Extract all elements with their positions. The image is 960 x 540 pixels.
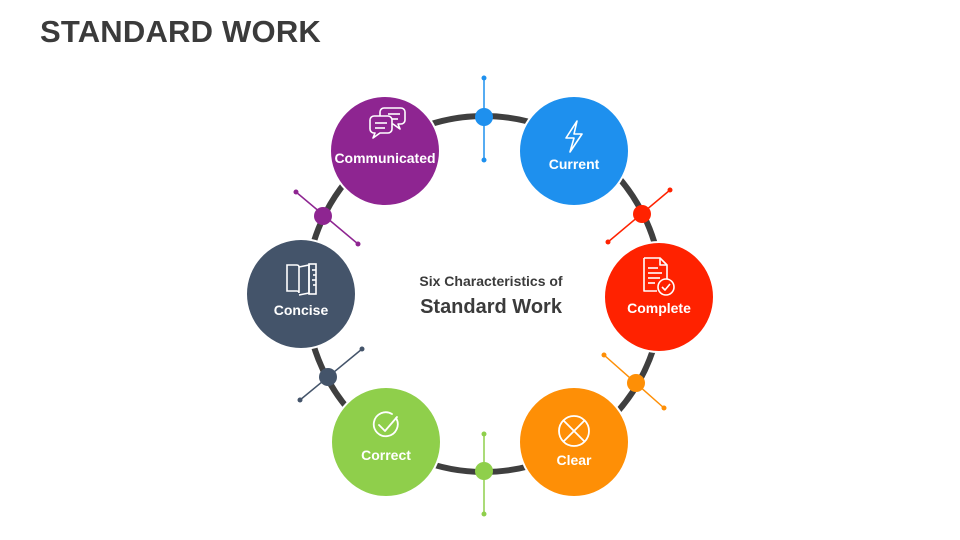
chat-bubbles-icon	[369, 107, 406, 139]
connector-upper-right	[605, 187, 673, 245]
node-communicated: Communicated	[329, 95, 441, 207]
node-label-complete: Complete	[627, 300, 691, 316]
node-label-concise: Concise	[274, 302, 329, 318]
node-current: Current	[518, 95, 630, 207]
node-label-communicated: Communicated	[334, 150, 435, 166]
x-circle-icon	[558, 415, 590, 447]
node-concise: Concise	[245, 238, 357, 350]
center-title: Standard Work	[420, 296, 563, 318]
connector-top	[475, 75, 493, 163]
slide-title: STANDARD WORK	[40, 14, 321, 49]
connector-lower-left	[297, 346, 365, 403]
node-label-clear: Clear	[556, 452, 592, 468]
node-clear: Clear	[518, 386, 630, 498]
ruler-book-icon	[286, 263, 317, 296]
lightning-bolt-icon	[565, 120, 583, 153]
node-label-current: Current	[549, 156, 600, 172]
checked-document-icon	[643, 257, 675, 296]
node-complete: Complete	[603, 241, 715, 353]
connector-upper-left	[293, 189, 361, 247]
node-correct: Correct	[330, 386, 442, 498]
node-label-correct: Correct	[361, 447, 411, 463]
connector-bottom	[475, 431, 493, 517]
center-subtitle: Six Characteristics of	[419, 273, 563, 289]
connector-lower-right	[601, 352, 667, 411]
check-circle-icon	[372, 411, 399, 438]
